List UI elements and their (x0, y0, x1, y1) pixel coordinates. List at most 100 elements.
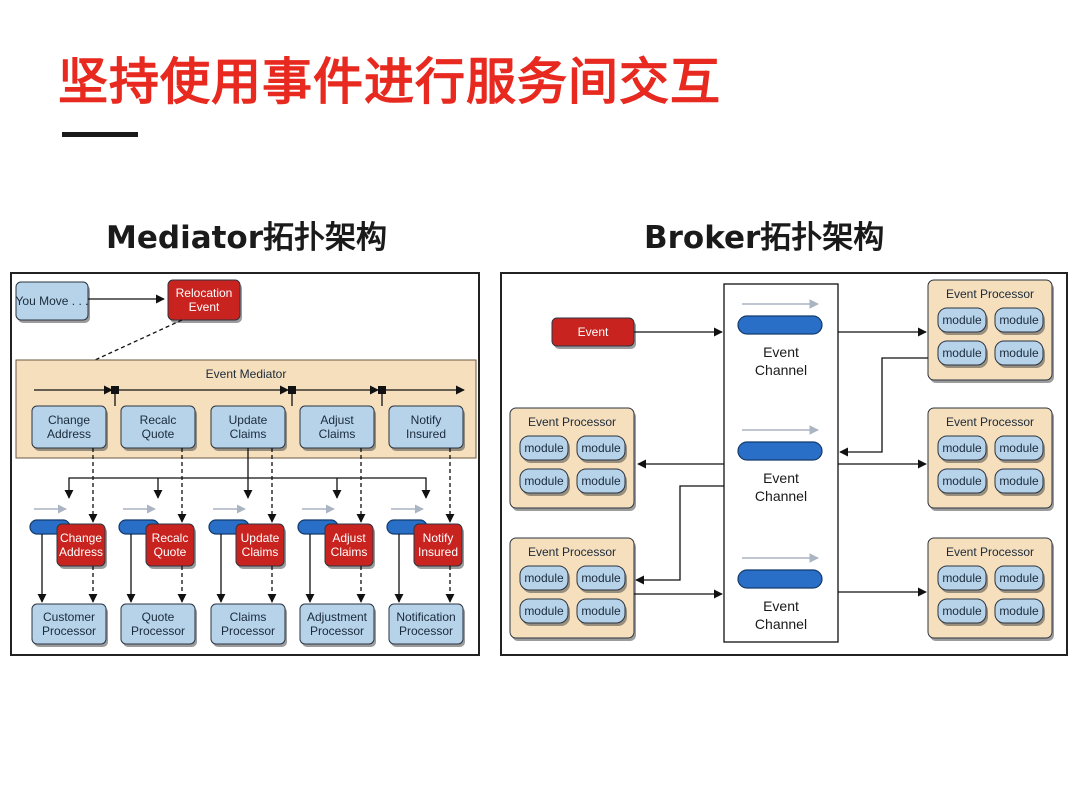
event-processor-right-1-module-1-label: module (942, 313, 982, 327)
mediator-step-1-label-line2: Address (47, 427, 91, 441)
dispatch-line-right (248, 477, 431, 499)
event-processor-left-2-module-3 (519, 598, 569, 624)
event-processor-right-3-module-4 (994, 598, 1044, 624)
processor-box-2-label-line2: Processor (131, 624, 185, 638)
processor-event-5-label-line1: Notify (423, 531, 454, 545)
event-processor-left-1-module-4 (576, 468, 626, 494)
mediator-gate-2 (288, 386, 296, 394)
processor-box-1-label-line1: Customer (43, 610, 95, 624)
title-underline (62, 132, 138, 137)
event-processor-left-1-module-4-label: module (581, 474, 621, 488)
event-processor-right-3-module-3 (937, 598, 987, 624)
event-processor-left-1-module-3 (519, 468, 569, 494)
processor-event-4-label-line2: Claims (331, 545, 368, 559)
processor-event-2-label-line1: Recalc (152, 531, 189, 545)
processor-event-4 (324, 523, 374, 567)
processor-event-1-label-line1: Change (60, 531, 102, 545)
broker-diagram-canvas: EventChannelEventChannelEventChannelEven… (509, 279, 1054, 643)
processor-event-2 (145, 523, 195, 567)
event-channel-label-2-line1: Event (763, 470, 799, 486)
event-processor-left-2-module-3-label: module (524, 604, 564, 618)
event-channel-label-3-line2: Channel (755, 616, 807, 632)
event-processor-right-3-module-2-label: module (999, 571, 1039, 585)
mediator-step-2-label-line1: Recalc (140, 413, 177, 427)
processor-box-5 (388, 603, 464, 645)
event-processor-right-2-module-1-label: module (942, 441, 982, 455)
event-processor-right-1-module-3-label: module (942, 346, 982, 360)
mediator-step-5 (388, 405, 464, 449)
event-processor-left-1-label: Event Processor (528, 415, 616, 429)
event-processor-right-3-module-1-label: module (942, 571, 982, 585)
processor-event-2-label-line2: Quote (154, 545, 187, 559)
processor-event-4-label-line1: Adjust (332, 531, 366, 545)
event-processor-right-3-module-4-label: module (999, 604, 1039, 618)
slide-title: 坚持使用事件进行服务间交互 (58, 53, 721, 111)
right1-to-channel2 (839, 357, 928, 457)
processor-event-1-label-line2: Address (59, 545, 103, 559)
you-move-box (15, 281, 89, 321)
event-channel-label-3-line1: Event (763, 598, 799, 614)
channel2-to-left2 (635, 485, 724, 585)
you-move-label: You Move . . . (16, 294, 89, 308)
event-processor-left-2-module-4 (576, 598, 626, 624)
broker-heading: Broker拓扑架构 (644, 220, 885, 256)
processor-box-4-label-line2: Processor (310, 624, 364, 638)
event-processor-left-1-module-2 (576, 435, 626, 461)
processor-box-5-label-line1: Notification (396, 610, 455, 624)
event-processor-right-3-module-3-label: module (942, 604, 982, 618)
mediator-gate-1 (111, 386, 119, 394)
event-processor-left-2-module-4-label: module (581, 604, 621, 618)
event-processor-right-1-module-2 (994, 307, 1044, 333)
event-processor-left-1-module-3-label: module (524, 474, 564, 488)
event-processor-left-2-module-2 (576, 565, 626, 591)
mediator-heading: Mediator拓扑架构 (106, 220, 388, 256)
event-processor-right-1-module-2-label: module (999, 313, 1039, 327)
event-processor-right-2-module-3 (937, 468, 987, 494)
processor-box-2 (120, 603, 196, 645)
event-processor-right-3-label: Event Processor (946, 545, 1034, 559)
event-channel-pipe-3 (737, 569, 823, 589)
processor-event-3 (235, 523, 285, 567)
event-processor-right-3-module-1 (937, 565, 987, 591)
processor-box-4-label-line1: Adjustment (307, 610, 368, 624)
mediator-gate-3 (378, 386, 386, 394)
processor-box-1-label-line2: Processor (42, 624, 96, 638)
event-processor-right-1-module-4-label: module (999, 346, 1039, 360)
mediator-step-4-label-line2: Claims (319, 427, 356, 441)
event-processor-right-1-module-3 (937, 340, 987, 366)
event-processor-left-1-module-1-label: module (524, 441, 564, 455)
event-channel-pipe-2 (737, 441, 823, 461)
event-processor-right-1-module-4 (994, 340, 1044, 366)
processor-event-5 (413, 523, 463, 567)
event-processor-right-2-module-2 (994, 435, 1044, 461)
processor-box-3-label-line2: Processor (221, 624, 275, 638)
processor-event-5-label-line2: Insured (418, 545, 458, 559)
initial-event-label: Event (578, 325, 609, 339)
mediator-step-3-label-line2: Claims (230, 427, 267, 441)
processor-box-5-label-line2: Processor (399, 624, 453, 638)
relocation-event-label-line1: Relocation (176, 286, 233, 300)
event-processor-left-1-module-1 (519, 435, 569, 461)
mediator-step-5-label-line1: Notify (411, 413, 442, 427)
event-channel-label-1-line2: Channel (755, 362, 807, 378)
processor-box-3-label-line1: Claims (230, 610, 267, 624)
mediator-step-2-label-line2: Quote (142, 427, 175, 441)
processor-box-1 (31, 603, 107, 645)
event-processor-right-2-label: Event Processor (946, 415, 1034, 429)
event-processor-right-2-module-1 (937, 435, 987, 461)
event-processor-right-1-module-1 (937, 307, 987, 333)
event-processor-right-1-label: Event Processor (946, 287, 1034, 301)
processor-box-3 (210, 603, 286, 645)
mediator-step-5-label-line2: Insured (406, 427, 446, 441)
mediator-step-4-label-line1: Adjust (320, 413, 354, 427)
processor-box-2-label-line1: Quote (142, 610, 175, 624)
processor-box-4 (299, 603, 375, 645)
processor-event-3-label-line1: Update (241, 531, 280, 545)
event-processor-left-2-module-2-label: module (581, 571, 621, 585)
event-channel-pipe-1 (737, 315, 823, 335)
mediator-step-3-label-line1: Update (229, 413, 268, 427)
processor-event-3-label-line2: Claims (242, 545, 279, 559)
